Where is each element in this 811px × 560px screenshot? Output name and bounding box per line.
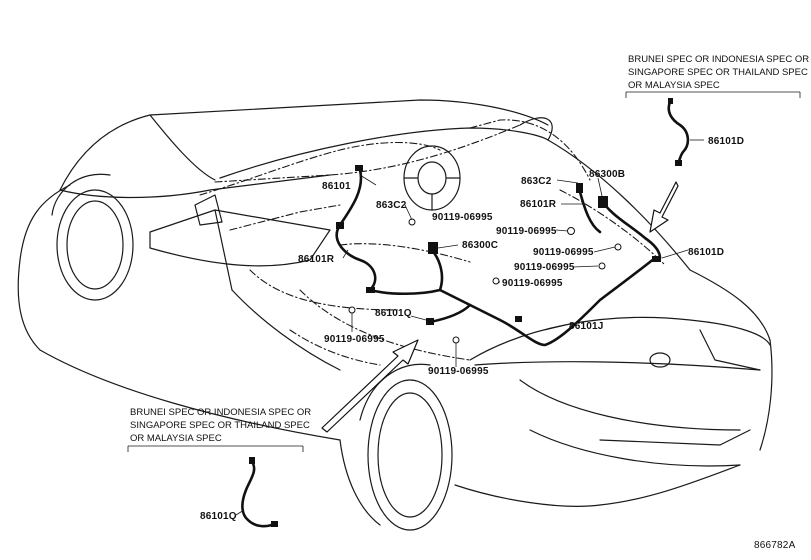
part-labels: 86101 863C2 86101R 863C2 86300B 86101R 9… [200,136,796,551]
label-bolt-b[interactable]: 90119-06995 [496,226,557,237]
spec-note-upper-line1: BRUNEI SPEC OR INDONESIA SPEC OR [628,54,809,65]
label-86101j[interactable]: 86101J [569,321,604,332]
inset-harness-86101d [667,98,690,166]
label-bolt-c[interactable]: 90119-06995 [533,247,594,258]
spec-note-lower-line3: OR MALAYSIA SPEC [130,433,222,444]
spec-note-upper-line3: OR MALAYSIA SPEC [628,80,720,91]
label-86101q-main[interactable]: 86101Q [375,308,412,319]
label-863c2-right[interactable]: 863C2 [521,176,552,187]
spec-note-upper: BRUNEI SPEC OR INDONESIA SPEC OR SINGAPO… [625,54,809,98]
label-bolt-d[interactable]: 90119-06995 [514,262,575,273]
label-86101d-main[interactable]: 86101D [688,247,724,258]
leader-lines [235,139,704,516]
label-bolt-a[interactable]: 90119-06995 [432,212,493,223]
harness-connectors [336,165,661,325]
inset-harness-86101q [241,457,278,528]
callout-arrow-upper [649,181,679,233]
label-bolt-g[interactable]: 90119-06995 [428,366,489,377]
label-86101d-inset[interactable]: 86101D [708,136,744,147]
label-86101q-inset[interactable]: 86101Q [200,511,237,522]
label-86101[interactable]: 86101 [322,181,351,192]
spec-note-upper-line2: SINGAPORE SPEC OR THAILAND SPEC [628,67,808,78]
label-86101r-right[interactable]: 86101R [520,199,557,210]
label-bolt-f[interactable]: 90119-06995 [324,334,385,345]
label-86101r-left[interactable]: 86101R [298,254,335,265]
spec-note-lower: BRUNEI SPEC OR INDONESIA SPEC OR SINGAPO… [127,407,311,452]
callout-arrow-lower [321,339,419,433]
label-bolt-e[interactable]: 90119-06995 [502,278,563,289]
label-863c2-left[interactable]: 863C2 [376,200,407,211]
label-86300c[interactable]: 86300C [462,240,498,251]
bolts [348,218,622,344]
car-body-outline [17,99,773,531]
wire-harness-main [335,168,662,347]
spec-note-lower-line1: BRUNEI SPEC OR INDONESIA SPEC OR [130,407,311,418]
diagram-id: 866782A [754,540,796,551]
label-86300b[interactable]: 86300B [589,169,625,180]
spec-note-lower-line2: SINGAPORE SPEC OR THAILAND SPEC [130,420,310,431]
